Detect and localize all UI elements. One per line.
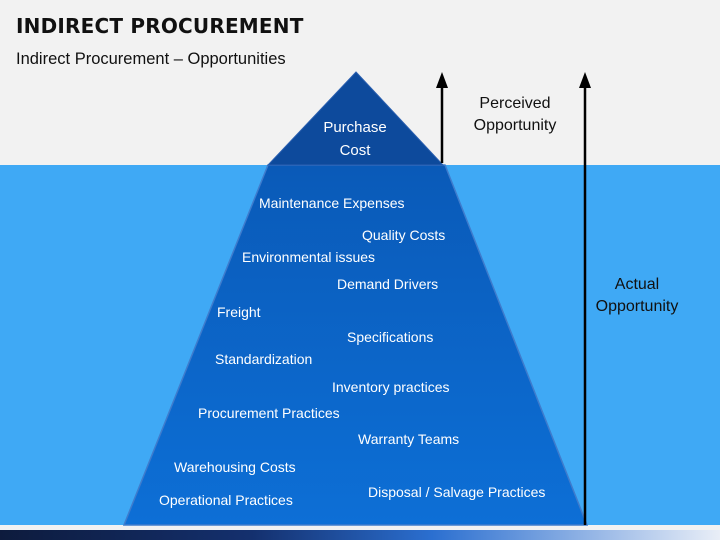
cost-item: Quality Costs: [362, 227, 446, 243]
cost-item: Operational Practices: [159, 492, 293, 508]
cost-item: Environmental issues: [242, 249, 376, 265]
footer-bar: [0, 530, 720, 540]
cost-item: Standardization: [215, 351, 313, 367]
cost-item: Maintenance Expenses: [259, 195, 405, 211]
cost-item: Inventory practices: [332, 379, 450, 395]
cost-item: Warranty Teams: [358, 431, 460, 447]
perceived-opportunity-label: Perceived Opportunity: [473, 95, 557, 134]
up-arrow-icon: [436, 72, 448, 163]
up-arrow-icon: [579, 72, 591, 525]
actual-opportunity-label: Actual Opportunity: [595, 276, 679, 315]
cost-item: Demand Drivers: [337, 276, 439, 292]
page-title: INDIRECT PROCUREMENT: [16, 14, 304, 38]
cost-item: Procurement Practices: [198, 405, 340, 421]
cost-item: Disposal / Salvage Practices: [368, 484, 546, 500]
cost-item: Specifications: [347, 329, 434, 345]
cost-item: Warehousing Costs: [174, 459, 296, 475]
purchase-cost-label: Purchase Cost: [323, 119, 387, 159]
page-subtitle: Indirect Procurement – Opportunities: [16, 50, 286, 68]
iceberg-tip: [266, 71, 445, 166]
cost-item: Freight: [217, 304, 261, 320]
